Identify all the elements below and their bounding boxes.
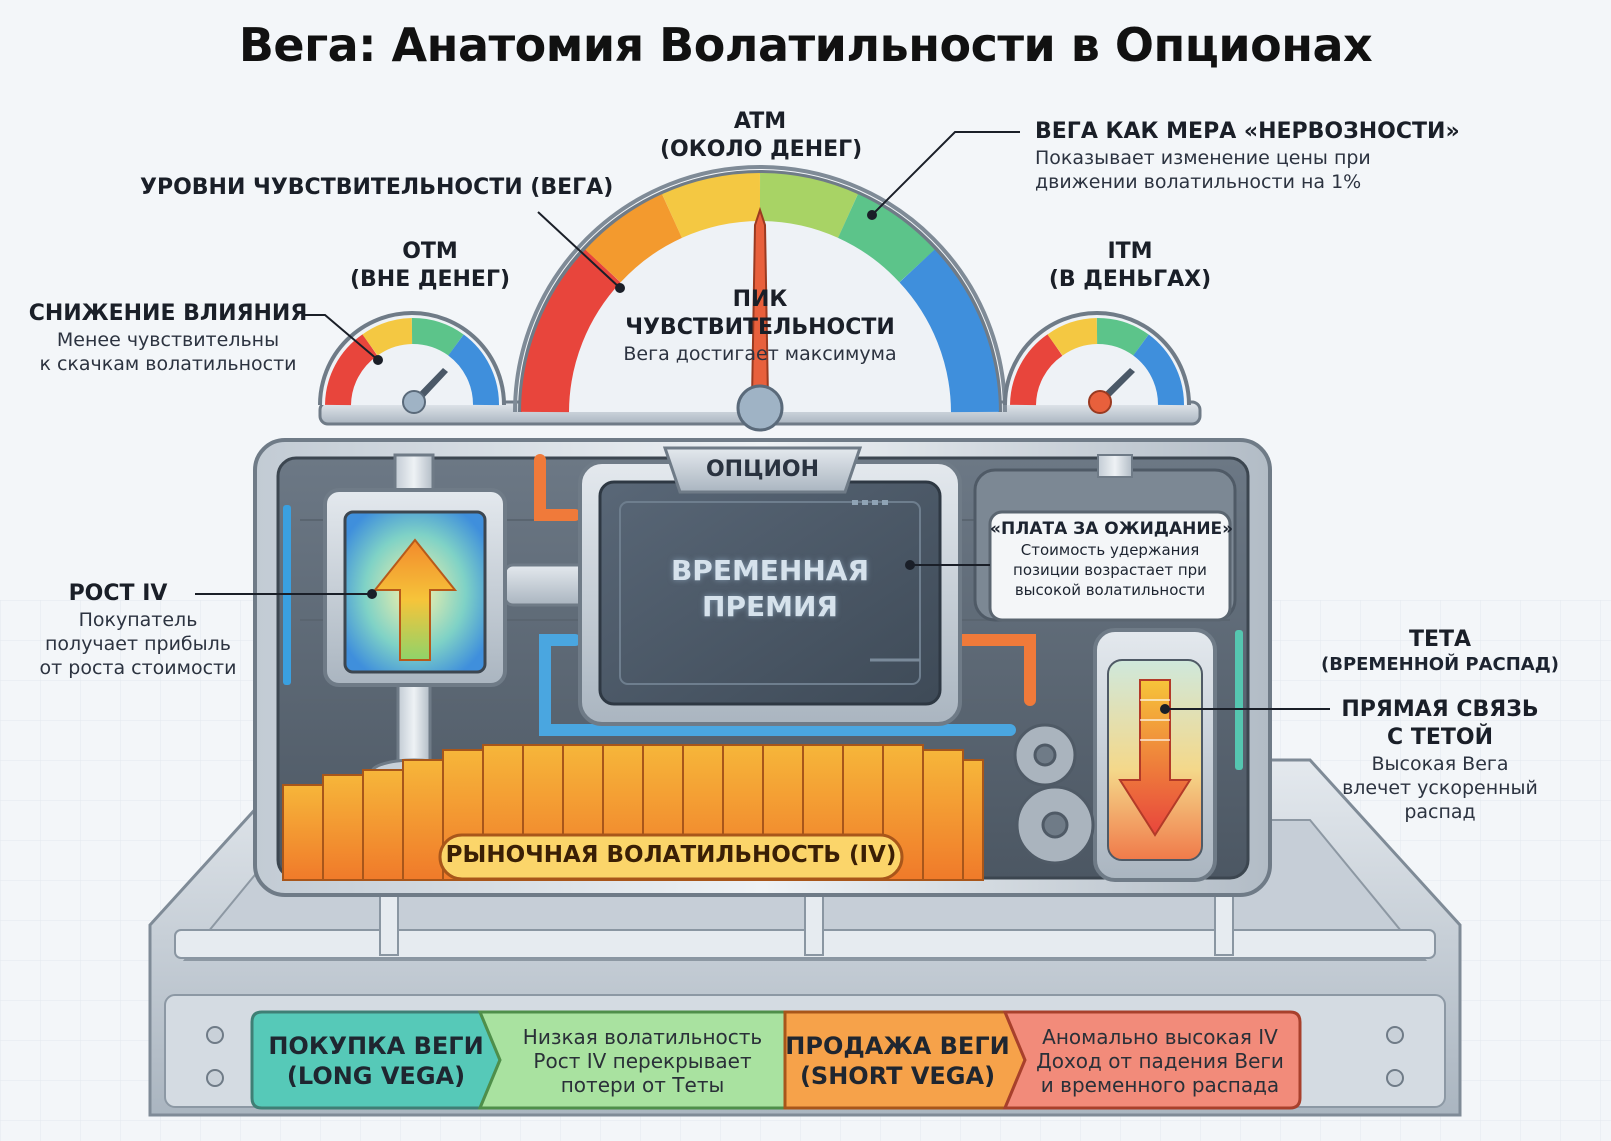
iv-growth-text-1: Покупатель — [78, 609, 198, 631]
atm-line2: (ОКОЛО ДЕНЕГ) — [660, 137, 863, 162]
atm-line1: ATM — [733, 109, 787, 134]
waiting-fee-text-2: позиции возрастает при — [1013, 561, 1207, 579]
itm-line2: (В ДЕНЬГАХ) — [1048, 267, 1212, 292]
iv-label-pill — [438, 833, 904, 881]
direct-link-line2: С ТЕТОЙ — [1387, 725, 1493, 750]
theta-heading: ТЕТА — [1408, 627, 1472, 652]
iv-growth-heading: РОСТ IV — [68, 581, 168, 606]
itm-line1: ITM — [1107, 239, 1153, 264]
time-premium-label: ВРЕМЕННАЯ ПРЕМИЯ — [620, 553, 920, 625]
waiting-fee-text-3: высокой волатильности — [1014, 581, 1206, 599]
nervousness-text-2: движении волатильности на 1% — [1035, 171, 1362, 193]
sensitivity-levels-label: УРОВНИ ЧУВСТВИТЕЛЬНОСТИ (ВЕГА) — [140, 175, 614, 200]
short-desc-line2: Доход от падения Веги — [1036, 1049, 1284, 1073]
reduced-impact-heading: СНИЖЕНИЕ ВЛИЯНИЯ — [28, 301, 308, 326]
iv-growth-text-2: получает прибыль — [45, 633, 231, 655]
footer-strip — [250, 1010, 1302, 1110]
itm-gauge — [1003, 311, 1191, 414]
direct-link-text-3: распад — [1404, 801, 1476, 823]
long-desc-line2: Рост IV перекрывает — [533, 1049, 752, 1073]
waiting-fee-callout: «ПЛАТА ЗА ОЖИДАНИЕ» Стоимость удержания … — [990, 518, 1234, 600]
long-desc-line1: Низкая волатильность — [522, 1025, 763, 1049]
nervousness-callout: ВЕГА КАК МЕРА «НЕРВОЗНОСТИ» Показывает и… — [1035, 118, 1460, 194]
time-premium-line1: ВРЕМЕННАЯ — [670, 554, 870, 587]
iv-growth-callout: РОСТ IV Покупатель получает прибыль от р… — [28, 580, 248, 680]
theta-callout: ТЕТА (ВРЕМЕННОЙ РАСПАД) — [1320, 626, 1560, 676]
short-desc-line1: Аномально высокая IV — [1042, 1025, 1278, 1049]
reduced-impact-text-2: к скачкам волатильности — [39, 353, 297, 375]
short-vega-segment: ПРОДАЖА ВЕГИ (SHORT VEGA) — [785, 1017, 1010, 1105]
peak-line1: ПИК — [732, 287, 788, 312]
short-vega-description: Аномально высокая IV Доход от падения Ве… — [1025, 1017, 1295, 1105]
option-plaque-label: ОПЦИОН — [705, 457, 820, 482]
otm-line1: OTM — [402, 239, 458, 264]
long-vega-segment: ПОКУПКА ВЕГИ (LONG VEGA) — [262, 1017, 490, 1105]
market-volatility-label: РЫНОЧНАЯ ВОЛАТИЛЬНОСТЬ (IV) — [445, 842, 897, 868]
otm-line2: (ВНЕ ДЕНЕГ) — [349, 267, 511, 292]
waiting-fee-text-1: Стоимость удержания — [1020, 541, 1200, 559]
otm-gauge — [318, 311, 506, 414]
direct-link-text-2: влечет ускоренный — [1342, 777, 1538, 799]
peak-sensitivity-callout: ПИК ЧУВСТВИТЕЛЬНОСТИ Вега достигает макс… — [610, 286, 910, 366]
waiting-fee-heading: «ПЛАТА ЗА ОЖИДАНИЕ» — [990, 519, 1234, 539]
reduced-impact-callout: СНИЖЕНИЕ ВЛИЯНИЯ Менее чувствительны к с… — [28, 300, 308, 376]
short-vega-line1: ПРОДАЖА ВЕГИ — [785, 1032, 1010, 1060]
direct-link-line1: ПРЯМАЯ СВЯЗЬ — [1341, 697, 1539, 722]
time-premium-line2: ПРЕМИЯ — [702, 590, 838, 623]
screws — [206, 1026, 1404, 1087]
nervousness-heading: ВЕГА КАК МЕРА «НЕРВОЗНОСТИ» — [1035, 119, 1460, 144]
theta-tube — [1093, 628, 1217, 882]
long-desc-line3: потери от Теты — [560, 1073, 725, 1097]
waiting-fee-housing — [973, 454, 1237, 622]
page-title: Вега: Анатомия Волатильности в Опционах — [238, 18, 1373, 72]
direct-link-callout: ПРЯМАЯ СВЯЗЬ С ТЕТОЙ Высокая Вега влечет… — [1320, 696, 1560, 824]
long-vega-description: Низкая волатильность Рост IV перекрывает… — [505, 1017, 780, 1105]
long-vega-line2: (LONG VEGA) — [286, 1062, 466, 1090]
iv-growth-text-3: от роста стоимости — [39, 657, 237, 679]
long-vega-line1: ПОКУПКА ВЕГИ — [268, 1032, 484, 1060]
reduced-impact-text-1: Менее чувствительны — [56, 329, 280, 351]
theta-sub: (ВРЕМЕННОЙ РАСПАД) — [1321, 654, 1559, 675]
gears — [1013, 723, 1095, 865]
leader-lines — [195, 131, 1330, 714]
short-desc-line3: и временного распада — [1040, 1073, 1280, 1097]
peak-line2: ЧУВСТВИТЕЛЬНОСТИ — [625, 315, 895, 340]
direct-link-text-1: Высокая Вега — [1371, 753, 1509, 775]
atm-gauge — [513, 165, 1007, 432]
peak-text: Вега достигает максимума — [623, 343, 897, 365]
nervousness-text-1: Показывает изменение цены при — [1035, 147, 1371, 169]
itm-label: ITM (В ДЕНЬГАХ) — [1040, 238, 1220, 294]
short-vega-line2: (SHORT VEGA) — [799, 1062, 996, 1090]
otm-label: OTM (ВНЕ ДЕНЕГ) — [330, 238, 530, 294]
time-premium-screen — [578, 446, 962, 726]
atm-label: ATM (ОКОЛО ДЕНЕГ) — [660, 108, 863, 164]
